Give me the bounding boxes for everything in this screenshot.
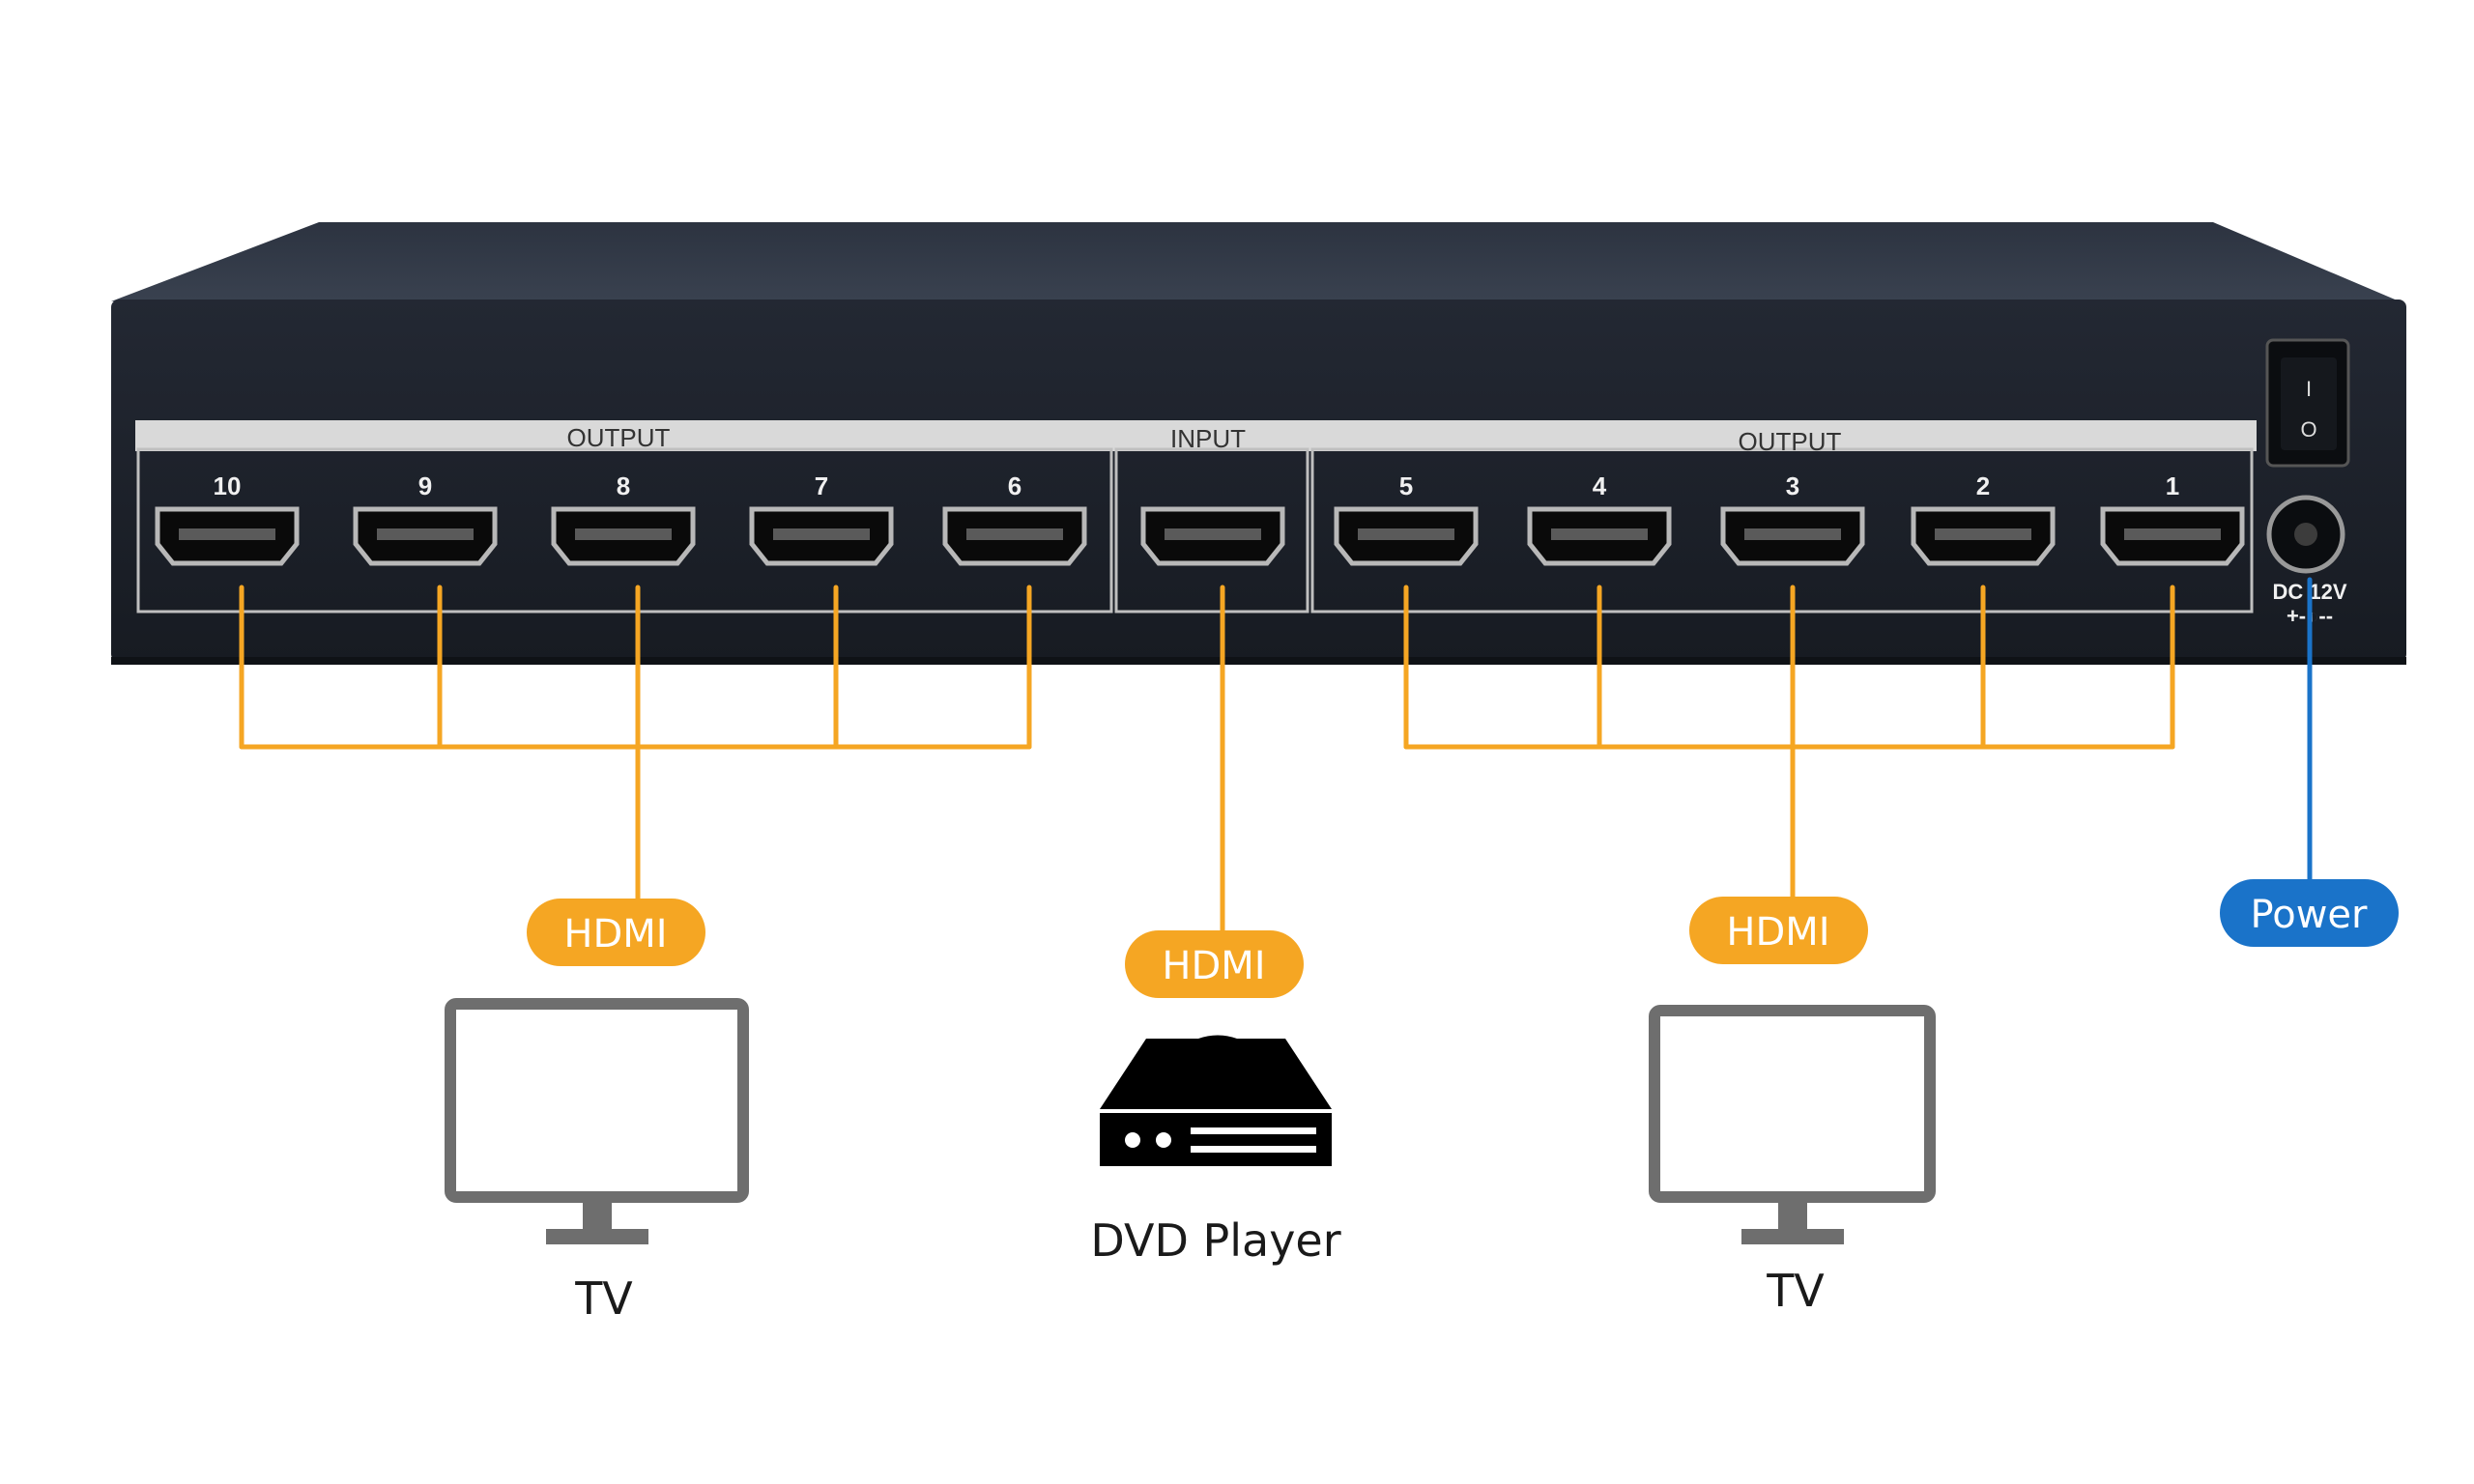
hdmi-left-text: HDMI [563,912,667,956]
chassis-top [111,222,2406,304]
hdmi-output-port-5[interactable] [1334,506,1479,566]
dvd-button-2 [1156,1132,1171,1148]
label-strip [135,420,2257,451]
port-panel: OUTPUT INPUT OUTPUT 10 9 8 7 6 5 4 3 2 1 [135,420,2257,614]
hdmi-left-pill: HDMI [527,899,705,966]
hdmi-port-contacts [1744,528,1841,540]
splitter-chassis [111,222,2406,665]
hdmi-port-contacts [377,528,474,540]
input-label: INPUT [1170,424,1246,453]
hdmi-output-port-8[interactable] [551,506,696,566]
dc-jack-pin [2294,523,2317,546]
hdmi-port-contacts [1358,528,1454,540]
hdmi-output-port-2[interactable] [1911,506,2056,566]
tv-right-label: TV [1766,1265,1825,1317]
hdmi-output-port-7[interactable] [749,506,894,566]
output-right-label: OUTPUT [1739,427,1842,456]
tv-right-neck [1778,1197,1807,1231]
chassis-front [111,300,2406,662]
hdmi-center-text: HDMI [1162,944,1265,988]
hdmi-output-port-3[interactable] [1720,506,1865,566]
chassis-shadow [111,657,2406,665]
port-number-8: 8 [617,471,630,500]
port-number-1: 1 [2166,471,2179,500]
hdmi-port-contacts [179,528,275,540]
dvd-slot-1 [1191,1127,1316,1134]
switch-off-mark: O [2300,417,2316,442]
hdmi-right-badge [1689,897,1868,964]
hdmi-output-port-1[interactable] [2100,506,2245,566]
port-number-2: 2 [1976,471,1990,500]
power-pill: Power [2220,879,2399,947]
hdmi-center-badge [1125,930,1304,998]
dvd-player-icon [1100,1035,1332,1166]
hdmi-port-contacts [1551,528,1648,540]
switch-on-mark: I [2306,377,2312,401]
port-number-10: 10 [214,471,242,500]
hdmi-output-port-10[interactable] [155,506,300,566]
tv-left-label: TV [574,1272,633,1325]
output-left-label: OUTPUT [567,423,671,452]
tv-right-screen [1649,1005,1936,1203]
dvd-top [1100,1035,1332,1109]
hdmi-right-pill: HDMI [1689,897,1868,964]
hdmi-port-contacts [2124,528,2221,540]
hdmi-port-contacts [1935,528,2031,540]
hdmi-port-contacts [966,528,1063,540]
output-group-right [1310,447,2254,614]
hdmi-ports: 10 9 8 7 6 5 4 3 2 1 [155,471,2245,566]
power-badge [2220,879,2399,947]
tv-right-base [1741,1229,1844,1244]
hdmi-center-pill: HDMI [1125,930,1304,998]
hdmi-right-text: HDMI [1726,910,1829,955]
hdmi-port-contacts [1165,528,1261,540]
input-group [1114,447,1309,614]
hdmi-port-contacts [575,528,672,540]
port-number-9: 9 [418,471,432,500]
port-number-5: 5 [1399,471,1413,500]
port-number-6: 6 [1008,471,1021,500]
hdmi-output-port-6[interactable] [942,506,1087,566]
port-number-7: 7 [815,471,828,500]
hdmi-input-port[interactable] [1140,506,1285,566]
hdmi-output-port-4[interactable] [1527,506,1672,566]
hdmi-port-contacts [773,528,870,540]
tv-left-base [546,1229,648,1244]
output-group-left [136,447,1113,614]
dvd-slot-2 [1191,1146,1316,1153]
port-number-4: 4 [1593,471,1607,500]
power-text: Power [2251,893,2368,937]
tv-left-neck [583,1197,612,1231]
hdmi-output-port-9[interactable] [353,506,498,566]
power-switch[interactable]: I O [2265,338,2350,468]
dvd-label: DVD Player [1090,1214,1340,1267]
tv-left-icon [445,998,749,1244]
connection-lines [239,577,2313,933]
rocker[interactable] [2281,357,2337,450]
dvd-button-1 [1125,1132,1140,1148]
tv-right-icon [1649,1005,1936,1244]
tv-left-screen [445,998,749,1203]
hdmi-left-badge [527,899,705,966]
port-number-3: 3 [1786,471,1799,500]
